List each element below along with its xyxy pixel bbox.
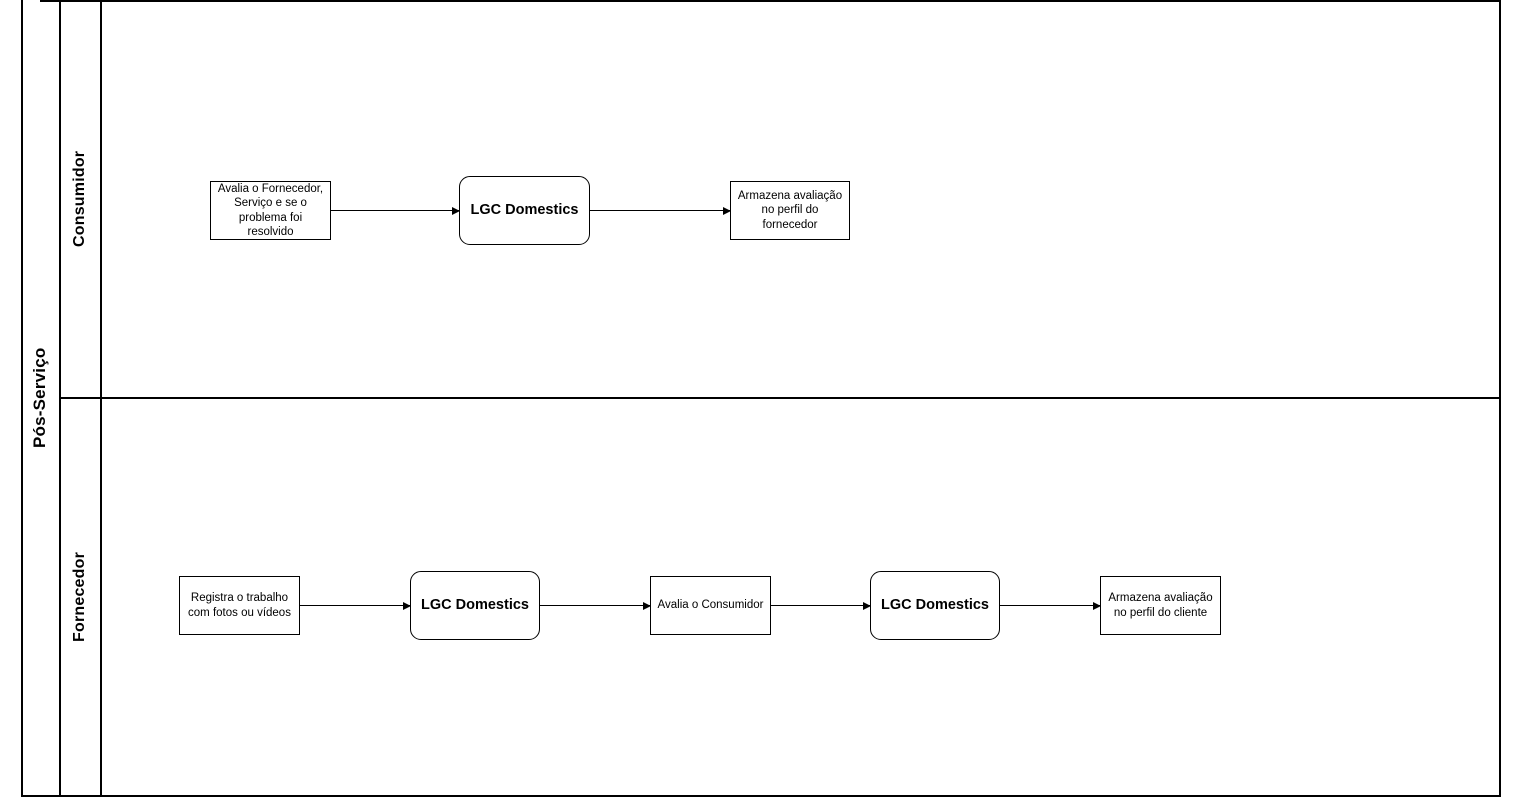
system-lgc-domestics-fornecedor-1[interactable]: LGC Domestics — [410, 571, 540, 640]
pool-top-border — [40, 0, 1501, 2]
task-avalia-fornecedor[interactable]: Avalia o Fornecedor, Serviço e se o prob… — [210, 181, 331, 240]
task-avalia-consumidor[interactable]: Avalia o Consumidor — [650, 576, 771, 635]
task-armazena-avaliacao-fornecedor[interactable]: Armazena avaliação no perfil do forneced… — [730, 181, 850, 240]
connector-f1-f2 — [300, 601, 411, 610]
pool-bottom-border — [21, 795, 1501, 797]
lane-label-consumidor: Consumidor — [71, 150, 88, 247]
system-lgc-domestics-consumidor[interactable]: LGC Domestics — [459, 176, 590, 245]
lane-divider — [59, 397, 1501, 399]
task-registra-trabalho[interactable]: Registra o trabalho com fotos ou vídeos — [179, 576, 300, 635]
connector-c2-c3 — [590, 206, 731, 215]
connector-f3-f4 — [771, 601, 871, 610]
pool-label-pos-servico: Pós-Serviço — [30, 347, 49, 448]
system-lgc-domestics-fornecedor-2[interactable]: LGC Domestics — [870, 571, 1000, 640]
connector-f4-f5 — [1000, 601, 1101, 610]
pool-left-border — [21, 0, 23, 797]
connector-f2-f3 — [540, 601, 651, 610]
lane-label-fornecedor: Fornecedor — [71, 551, 88, 642]
connector-c1-c2 — [331, 206, 460, 215]
task-armazena-avaliacao-cliente[interactable]: Armazena avaliação no perfil do cliente — [1100, 576, 1221, 635]
